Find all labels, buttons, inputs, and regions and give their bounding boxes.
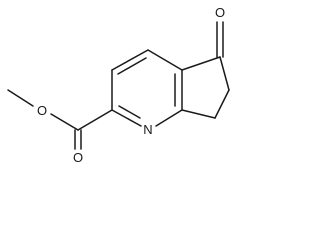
bond-c4a-c5 <box>181 56 221 71</box>
molecule-drawing: O N O O <box>7 5 230 165</box>
ester-ether-oxygen-label: O <box>37 103 47 118</box>
ketone-oxygen-label: O <box>215 5 225 20</box>
bond-c7-c7a <box>181 109 216 119</box>
bond-c4-c3 <box>111 49 149 71</box>
bond-c5-c6 <box>219 56 230 91</box>
bond-c6-c7 <box>214 89 230 119</box>
ester-carbonyl-oxygen-label: O <box>73 150 83 165</box>
bond-ester-o-methyl <box>7 89 34 107</box>
bond-c4-c3-inner <box>117 57 147 75</box>
bond-c4a-c4 <box>147 49 183 71</box>
bond-n-c7a <box>155 109 183 127</box>
bond-c1-ester-o <box>50 113 79 131</box>
bond-c2-n-inner <box>118 105 141 119</box>
bond-c2-c1 <box>77 109 113 131</box>
bond-c2-n <box>111 109 142 127</box>
structure-diagram: O N O O <box>7 5 230 165</box>
pyridine-nitrogen-label: N <box>143 122 152 137</box>
